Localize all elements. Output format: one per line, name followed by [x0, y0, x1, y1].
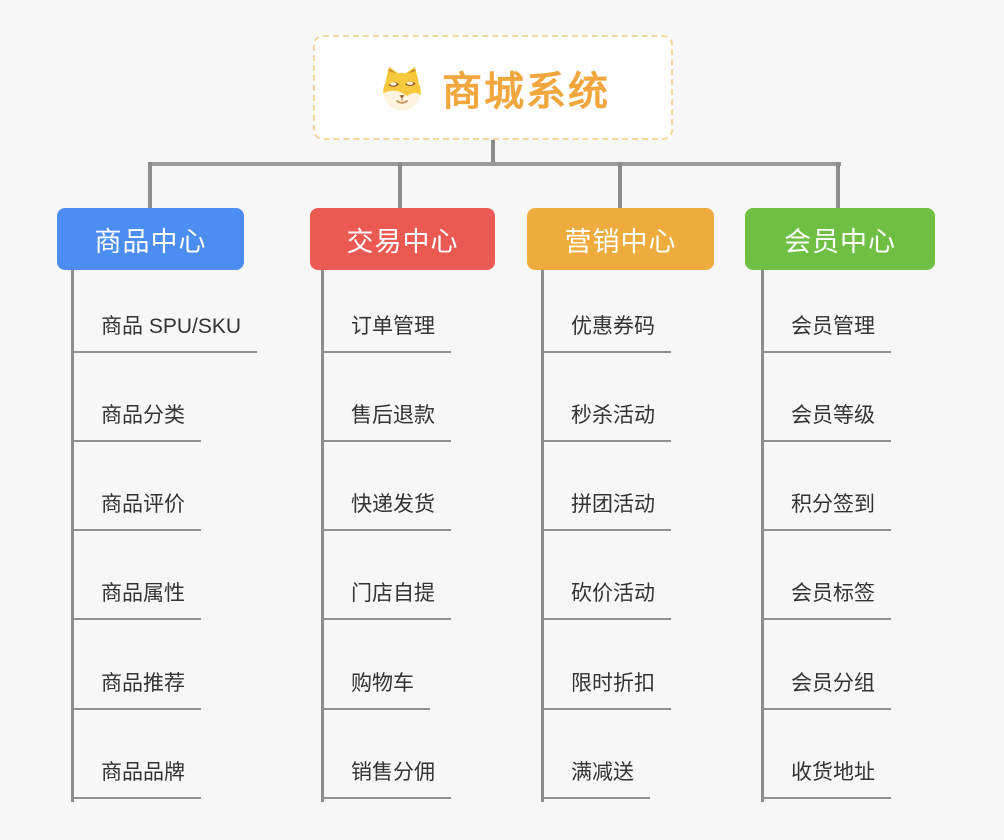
branch-topic-trade-center[interactable]: 交易中心 — [310, 208, 495, 270]
subtopic[interactable]: 快递发货 — [324, 489, 451, 531]
dog-face-icon — [383, 66, 421, 110]
subtopic[interactable]: 商品 SPU/SKU — [74, 311, 258, 353]
subtopic[interactable]: 砍价活动 — [544, 578, 671, 620]
subtopic[interactable]: 商品推荐 — [74, 668, 201, 710]
branch-topic-marketing-center[interactable]: 营销中心 — [527, 208, 714, 270]
branch-drop-connector — [618, 162, 622, 210]
branch-bus-connector — [148, 162, 841, 166]
subtopic[interactable]: 门店自提 — [324, 578, 451, 620]
subtopic[interactable]: 积分签到 — [764, 489, 891, 531]
subtopic[interactable]: 秒杀活动 — [544, 400, 671, 442]
subtopic[interactable]: 售后退款 — [324, 400, 451, 442]
subtopic[interactable]: 收货地址 — [764, 757, 891, 799]
subtopic[interactable]: 优惠券码 — [544, 311, 671, 353]
subtopic[interactable]: 拼团活动 — [544, 489, 671, 531]
subtopic[interactable]: 会员管理 — [764, 311, 891, 353]
subtopic[interactable]: 满减送 — [544, 757, 650, 799]
branch-topic-product-center[interactable]: 商品中心 — [57, 208, 244, 270]
root-topic-label: 商城系统 — [442, 69, 610, 114]
subtopic[interactable]: 购物车 — [324, 668, 430, 710]
branch-column-member-center: 会员管理 会员等级 积分签到 会员标签 会员分组 收货地址 — [761, 270, 991, 802]
branch-column-trade-center: 订单管理 售后退款 快递发货 门店自提 购物车 销售分佣 — [321, 270, 551, 802]
branch-drop-connector — [398, 162, 402, 210]
subtopic[interactable]: 会员标签 — [764, 578, 891, 620]
subtopic[interactable]: 限时折扣 — [544, 668, 671, 710]
branch-column-product-center: 商品 SPU/SKU 商品分类 商品评价 商品属性 商品推荐 商品品牌 — [71, 270, 301, 802]
branch-topic-member-center[interactable]: 会员中心 — [745, 208, 935, 270]
subtopic[interactable]: 会员分组 — [764, 668, 891, 710]
subtopic[interactable]: 商品属性 — [74, 578, 201, 620]
subtopic[interactable]: 商品品牌 — [74, 757, 201, 799]
subtopic[interactable]: 商品评价 — [74, 489, 201, 531]
branch-drop-connector — [148, 162, 152, 210]
branch-drop-connector — [836, 162, 840, 210]
subtopic[interactable]: 商品分类 — [74, 400, 201, 442]
subtopic[interactable]: 销售分佣 — [324, 757, 451, 799]
branch-column-marketing-center: 优惠券码 秒杀活动 拼团活动 砍价活动 限时折扣 满减送 — [541, 270, 771, 802]
root-stem-connector — [491, 140, 495, 166]
subtopic[interactable]: 订单管理 — [324, 311, 451, 353]
root-topic[interactable]: 商城系统 — [313, 35, 673, 140]
subtopic[interactable]: 会员等级 — [764, 400, 891, 442]
